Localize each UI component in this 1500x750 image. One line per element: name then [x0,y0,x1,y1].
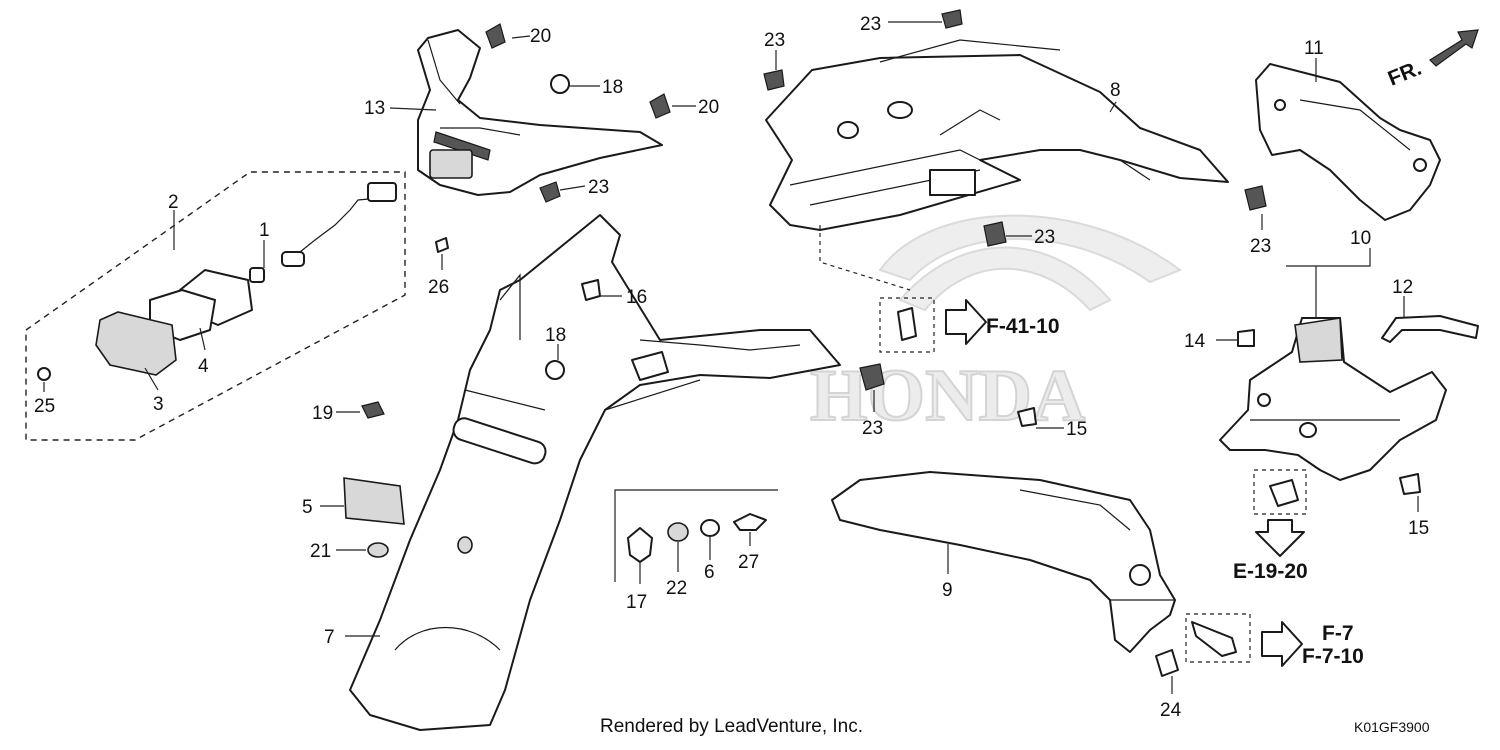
callout-18b: 18 [545,325,566,346]
part-27-bolt [733,513,767,531]
fasteners [343,9,1421,677]
part-6-nut [700,519,720,537]
part-18-nut-a [550,74,570,94]
callout-23f: 23 [862,418,883,439]
part-19-clip [361,401,385,419]
callout-14: 14 [1184,331,1206,352]
hardware-group [614,489,778,582]
callout-26: 26 [428,277,449,298]
callout-2: 2 [168,192,179,213]
part-23-bolt-f [859,363,885,391]
callout-9: 9 [942,580,953,601]
callout-13: 13 [364,98,385,119]
callout-23e: 23 [1034,227,1055,248]
part-22-washer [667,522,689,542]
f41-bolt [897,307,917,341]
part-21-bulb [367,542,389,558]
callout-23c: 23 [764,30,785,51]
part-9-splash-guard [831,471,1176,653]
f41-ref-box [879,297,935,353]
diagram-code: K01GF3900 [1354,719,1430,735]
callout-17: 17 [626,592,647,613]
watermark-text: HONDA [810,355,1085,437]
e19-arrow-icon [1255,519,1305,557]
callout-23a: 23 [588,177,609,198]
part-25-screw [37,367,51,381]
reference-labels: F-41-10 E-19-20 F-7 F-7-10 [986,315,1364,668]
callout-15b: 15 [1408,518,1429,539]
callout-1: 1 [259,220,270,241]
callout-21: 21 [310,541,331,562]
front-arrow-icon [1429,29,1479,67]
part-8-inner-fender [765,39,1229,231]
callout-24: 24 [1160,700,1182,721]
e19-ref-box [1253,469,1307,515]
ref-f-41-10: F-41-10 [986,315,1060,338]
callout-10: 10 [1350,228,1371,249]
part-1-bulb [249,267,265,283]
callout-6: 6 [704,562,715,583]
leader-lines [43,21,1419,694]
callout-19: 19 [312,403,333,424]
part-7-rear-fender [349,214,841,731]
part-20-clip-b [649,93,671,119]
callout-23b: 23 [860,14,881,35]
part-23-bolt-d [1244,185,1267,211]
callout-3: 3 [153,394,164,415]
ref-e-19-20: E-19-20 [1233,560,1308,583]
f41-arrow-icon [945,299,987,345]
callout-22: 22 [666,578,687,599]
callout-20a: 20 [530,26,551,47]
front-label: FR. [1385,57,1425,91]
callout-11: 11 [1304,38,1324,59]
part-15-screw-b [1399,473,1421,495]
honda-watermark: HONDA [809,214,1183,438]
callout-25: 25 [34,396,55,417]
part-23-bolt-a [539,181,561,203]
front-direction-marker: FR. [1385,29,1479,91]
callout-labels: 2 1 3 4 25 13 20 18 20 23 26 16 18 19 5 … [34,14,1429,721]
ref-f-7: F-7 [1322,622,1354,645]
part-13-rear-cowl [417,29,663,196]
callout-18a: 18 [602,77,623,98]
part-26-screw [435,237,449,253]
callout-8: 8 [1110,80,1121,101]
f7-bolt [1191,621,1237,657]
ref-f-7-10: F-7-10 [1302,645,1364,668]
part-16-bolt [581,279,601,301]
callout-27: 27 [738,552,759,573]
part-14-grommet [1237,329,1255,347]
f7-ref-box [1185,613,1251,663]
part-20-clip-a [485,23,506,49]
connector [367,182,397,202]
part-15-screw-a [1017,407,1037,427]
part-24-bolt [1155,649,1179,677]
callout-7: 7 [324,627,335,648]
f41-guide [819,225,911,291]
part-2-taillight-assembly [25,171,406,441]
part-23-bolt-c [763,69,785,91]
part-23-bolt-b [941,9,963,29]
callout-4: 4 [198,356,209,377]
part-10-bracket [1219,317,1447,481]
part-11-guard-plate [1255,63,1441,221]
footer-credit: Rendered by LeadVenture, Inc. [600,716,863,737]
part-18-nut-b [545,360,565,380]
part-3-tail-lens [95,311,177,376]
callout-20b: 20 [698,97,719,118]
part-23-bolt-e [983,221,1007,247]
socket [281,251,305,267]
callout-15a: 15 [1066,419,1087,440]
callout-12: 12 [1392,277,1413,298]
callout-23d: 23 [1250,236,1271,257]
f7-arrow-icon [1261,621,1303,667]
part-17-grommet [627,527,653,563]
e19-bolt [1269,479,1299,507]
callout-5: 5 [302,497,313,518]
callout-16: 16 [626,287,647,308]
part-5-reflector [343,477,405,525]
part-12-tube [1381,315,1479,343]
